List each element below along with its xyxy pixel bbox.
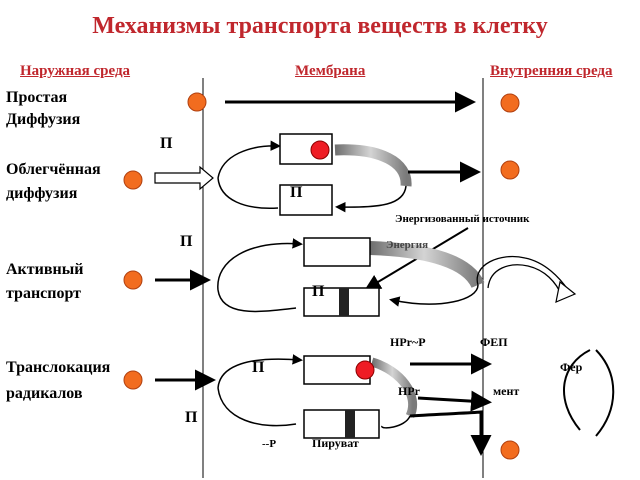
- carrier-letter-2: П: [290, 184, 303, 201]
- slide-title: Механизмы транспорта веществ в клетку: [92, 13, 548, 39]
- label-simple-2: Диффузия: [6, 111, 81, 128]
- molecule-outside-simple: [187, 92, 207, 112]
- pts-arrow-lower: [409, 410, 492, 456]
- energy-hollow-loop: [476, 256, 569, 291]
- carrier-cycle-gray-band: [334, 144, 412, 187]
- molecule-inside-facilitated: [500, 160, 520, 180]
- active-return-arrow: [389, 284, 479, 307]
- label-facilitated-1: Облегчённая: [6, 161, 101, 178]
- label-facilitated-2: диффузия: [6, 185, 78, 202]
- header-membrane: Мембрана: [295, 63, 366, 79]
- enzyme-bracket-left: [563, 349, 591, 431]
- molecule-inside-simple: [500, 93, 520, 113]
- pts-phosphate-marker: [345, 410, 355, 438]
- energy-label: Энергия: [386, 239, 429, 251]
- label-p-suffix: --P: [262, 438, 277, 450]
- active-cycle-upper: [217, 238, 303, 291]
- label-pyruvate: Пируват: [312, 436, 359, 450]
- molecule-outside-facilitated: [123, 170, 143, 190]
- label-active-2: транспорт: [6, 285, 82, 302]
- active-carrier-top: [303, 237, 371, 267]
- pts-carrier-bottom: [303, 409, 380, 439]
- label-translocation-1: Транслокация: [6, 359, 111, 376]
- bound-substrate: [310, 140, 330, 160]
- hollow-arrowhead-inside: [555, 280, 577, 303]
- label-hpr: HPr: [398, 384, 420, 398]
- hollow-input-arrow: [154, 165, 214, 191]
- energy-band-to-inside: [369, 241, 485, 289]
- label-active-1: Активный: [6, 261, 84, 278]
- pts-cycle-lower: [217, 387, 297, 427]
- label-fer: Фер: [560, 360, 583, 374]
- molecule-inside-translocation: [500, 440, 520, 460]
- carrier-cycle-upper: [217, 140, 281, 179]
- enzyme-bracket-right: [595, 349, 615, 437]
- label-hpr-p: HPr~P: [390, 335, 426, 349]
- pts-gray-band: [370, 357, 418, 418]
- carrier-protein-bottom: [279, 184, 333, 216]
- label-fep: ФЕП: [480, 335, 508, 349]
- pts-bound-substrate: [355, 360, 375, 380]
- pts-cycle-upper: [217, 354, 303, 389]
- energy-source-label: Энергизованный источник: [395, 213, 530, 225]
- active-cycle-lower: [217, 289, 297, 313]
- carrier-letter-6: П: [185, 409, 198, 426]
- label-translocation-2: радикалов: [6, 385, 83, 402]
- label-ment: мент: [493, 384, 520, 398]
- carrier-letter-4: П: [312, 283, 325, 300]
- carrier-letter-1: П: [160, 135, 173, 152]
- header-inside: Внутренняя среда: [490, 63, 613, 79]
- carrier-cycle-lower: [335, 185, 407, 213]
- pts-arrow-middle: [417, 390, 492, 412]
- header-outside: Наружная среда: [20, 63, 131, 79]
- molecule-outside-active: [123, 270, 143, 290]
- label-simple-1: Простая: [6, 89, 68, 106]
- phosphate-marker: [339, 288, 349, 316]
- carrier-letter-3: П: [180, 233, 193, 250]
- molecule-outside-translocation: [123, 370, 143, 390]
- carrier-letter-5: П: [252, 359, 265, 376]
